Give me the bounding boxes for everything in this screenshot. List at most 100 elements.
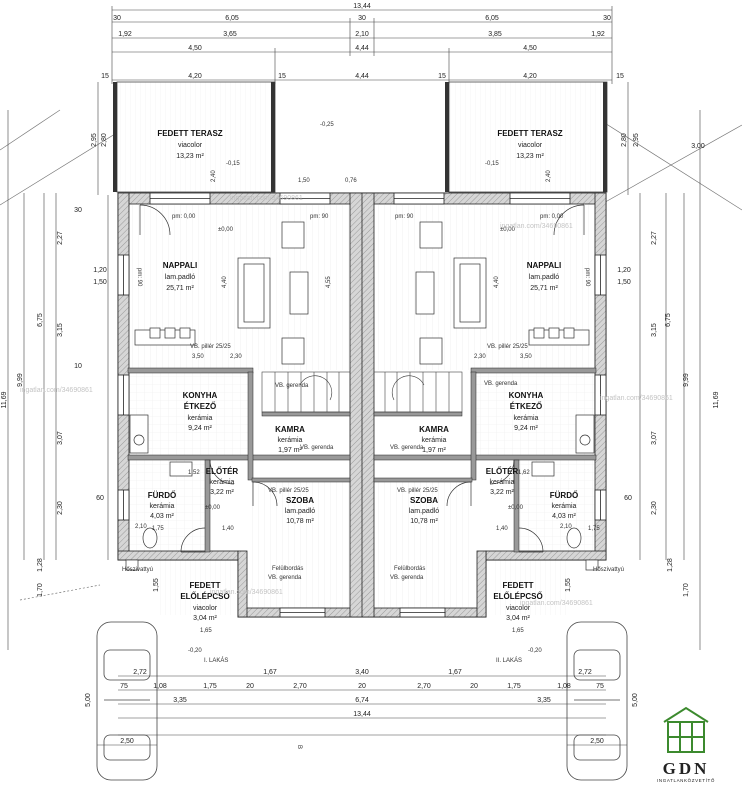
pm90-right: pm: 90 (395, 214, 414, 220)
dim-top-r2-2: 2,10 (355, 31, 369, 38)
vb-gerenda-left-1: VB. gerenda (275, 383, 309, 389)
terrace-right (445, 81, 608, 193)
lepcso-right-line1: FEDETT (502, 581, 533, 590)
furniture-left (129, 221, 309, 454)
kamra-left-area: 1,97 m² (278, 447, 302, 454)
dim-bottom-500-right: 5,00 (632, 693, 639, 707)
furdo-right-name: FÜRDŐ (550, 491, 578, 500)
szoba-left-area: 10,78 m² (286, 518, 314, 525)
dim-misc-162: 1,62 (518, 470, 530, 476)
logo-text: GDN (663, 759, 710, 778)
watermark-5: ingatlan.com/34690861 (210, 589, 283, 596)
pm000-eloter-right: ±0,00 (508, 505, 524, 511)
watermark-3: ingatlan.com/34690861 (20, 387, 93, 394)
konyha-left-area: 9,24 m² (188, 425, 212, 432)
dim-right-307: 3,07 (651, 431, 658, 445)
dim-right-150: 1,50 (617, 279, 631, 286)
lepcso-right-area: 3,04 m² (506, 615, 530, 622)
pm000-left: ±0,00 (218, 227, 234, 233)
lepcso-left-line1: FEDETT (189, 581, 220, 590)
dim-top-r1-3: 6,05 (485, 15, 499, 22)
furdo-left-area: 4,03 m² (150, 513, 174, 520)
dim-bottom-335-left: 3,35 (173, 697, 187, 704)
dimension-labels-left: 11,69 9,99 6,75 3,15 3,07 2,95 2,80 2,27… (1, 133, 160, 597)
kamra-right-area: 1,97 m² (422, 447, 446, 454)
dim-left-total: 11,69 (1, 391, 8, 408)
dim-left-60: 60 (96, 495, 104, 502)
watermark-1: ingatlan.com/34690861 (230, 195, 303, 202)
height-440-right: 4,40 (494, 276, 500, 288)
dim-misc-175-right: 1,75 (588, 526, 600, 532)
minus025: -0,25 (320, 122, 334, 128)
gdn-logo: GDN INGATLANKÖZVETÍTŐ (657, 706, 714, 783)
furniture-right (415, 221, 595, 454)
konyha-right-line1: KONYHA (509, 391, 544, 400)
dim-top-r1-2: 30 (358, 15, 366, 22)
dim-bottom-row-9: 1,08 (557, 683, 571, 690)
dim-top-r4-2: 4,20 (523, 73, 537, 80)
dim-misc-230-right: 2,30 (474, 354, 486, 360)
dim-right-300: 3,00 (691, 143, 705, 150)
szoba-right-name: SZOBA (410, 496, 438, 505)
dim-top-r1-1: 6,05 (225, 15, 239, 22)
dim-left-295: 2,95 (91, 133, 98, 147)
dim-bottom-167-left: 1,67 (263, 669, 277, 676)
szoba-right-area: 10,78 m² (410, 518, 438, 525)
vb-gerenda-right-3: VB. gerenda (390, 575, 424, 581)
eloter-right-area: 3,22 m² (490, 489, 514, 496)
dim-top-small-3: 15 (616, 73, 624, 80)
dimension-labels-bottom: 2,72 2,72 1,67 3,40 1,67 75 1,08 1,75 20… (85, 669, 639, 745)
dim-right-999: 9,99 (683, 373, 690, 387)
konyha-right-material: kerámia (514, 415, 539, 422)
dim-top-total: 13,44 (353, 3, 371, 10)
watermarks: ingatlan.com/34690861 ingatlan.com/34690… (20, 195, 673, 607)
kamra-left-name: KAMRA (275, 425, 305, 434)
dim-left-128: 1,28 (37, 558, 44, 572)
dimension-lines (7, 6, 701, 746)
dim-misc-350-left: 3,50 (192, 354, 204, 360)
dim-misc-165-left: 1,65 (200, 628, 212, 634)
szoba-right-material: lam.padló (409, 508, 439, 515)
dim-right-155: 1,55 (565, 578, 572, 592)
vb-gerenda-right-2: VB. gerenda (390, 445, 424, 451)
dim-misc-152: 1,52 (188, 470, 200, 476)
north-arrow-icon: B (296, 745, 302, 749)
terasz-right-material: viacolor (518, 142, 543, 149)
nappali-left-area: 25,71 m² (166, 285, 194, 292)
dim-left-675: 6,75 (37, 313, 44, 327)
dim-right-675: 6,75 (665, 313, 672, 327)
dim-bottom-272-left: 2,72 (133, 669, 147, 676)
dim-bottom-total: 13,44 (353, 711, 371, 718)
lepcso-right-line2: ELŐLÉPCSŐ (493, 592, 542, 601)
dim-bottom-row-5: 20 (358, 683, 366, 690)
dim-bottom-335-right: 3,35 (537, 697, 551, 704)
room-labels: FEDETT TERASZ viacolor 13,23 m² FEDETT T… (148, 129, 578, 622)
vb-piller-left-2: VB. pillér 25/25 (268, 488, 309, 494)
dim-top-r2-3: 3,85 (488, 31, 502, 38)
furdo-left-material: kerámia (150, 503, 175, 510)
furdo-right-material: kerámia (552, 503, 577, 510)
nappali-right-name: NAPPALI (527, 261, 562, 270)
lepcso-left-area: 3,04 m² (193, 615, 217, 622)
furdo-right-area: 4,03 m² (552, 513, 576, 520)
dim-right-60: 60 (624, 495, 632, 502)
dim-right-315: 3,15 (651, 323, 658, 337)
dim-misc-240-left: 2,40 (211, 170, 217, 182)
stairs (261, 371, 463, 413)
minus015-left: -0,15 (226, 161, 240, 167)
dim-bottom-row-7: 20 (470, 683, 478, 690)
pm0-right: pm: 0,00 (540, 214, 564, 220)
doors (139, 204, 585, 553)
windows (117, 192, 607, 618)
dim-misc-350-right: 3,50 (520, 354, 532, 360)
dim-misc-165-right: 1,65 (512, 628, 524, 634)
nappali-left-material: lam.padló (165, 274, 195, 281)
dim-misc-210-right: 2,10 (560, 524, 572, 530)
dim-left-10: 10 (74, 363, 82, 370)
dim-left-315: 3,15 (57, 323, 64, 337)
dim-top-r2-4: 1,92 (591, 31, 605, 38)
dim-misc-175-left: 1,75 (152, 526, 164, 532)
dim-misc-150: 1,50 (298, 178, 310, 184)
pm000-eloter-left: ±0,00 (205, 505, 221, 511)
